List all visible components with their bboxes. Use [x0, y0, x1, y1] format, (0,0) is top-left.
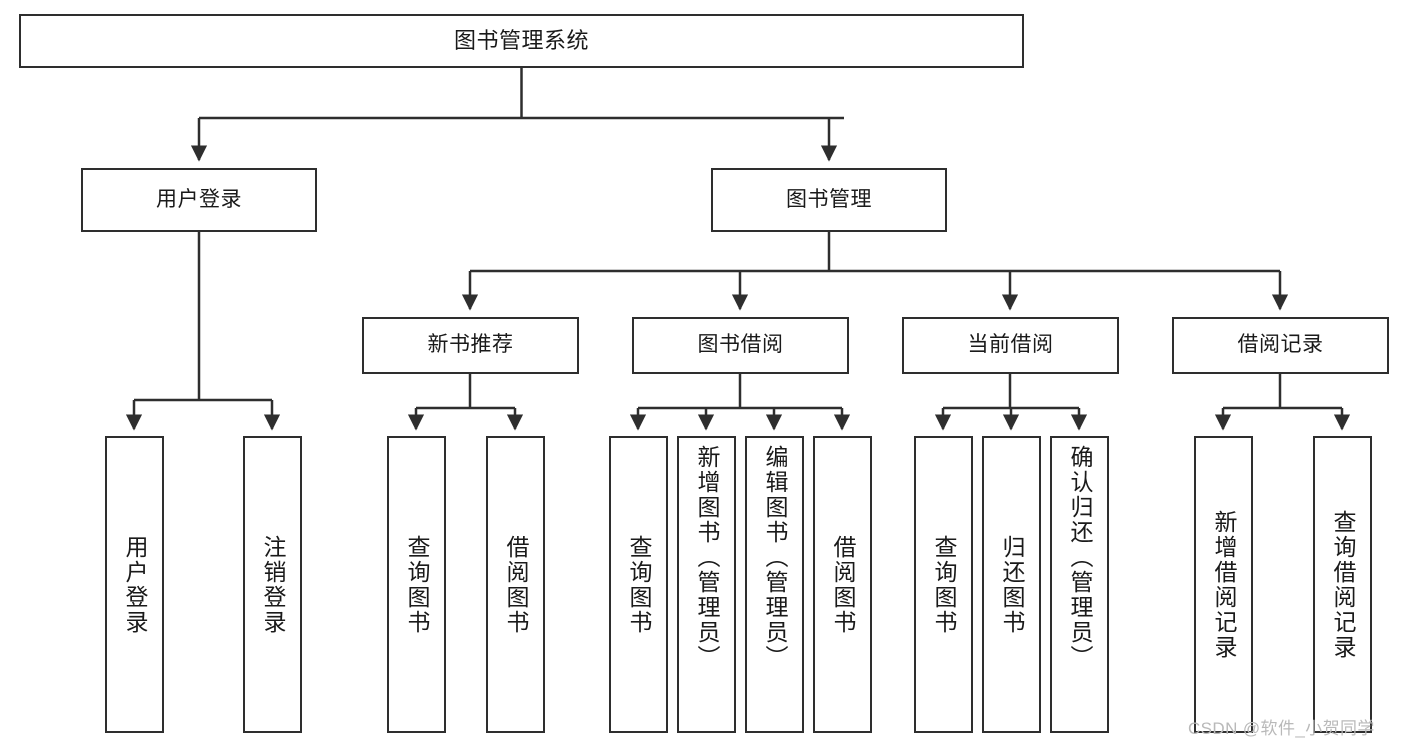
node-user-login-label: 用户登录 [156, 187, 242, 211]
node-leaf-query-book-borrow-label: 查询图书 [626, 534, 652, 635]
node-book-borrow-label: 图书借阅 [697, 333, 784, 357]
node-leaf-query-book-borrow[interactable]: 查询图书 [609, 436, 668, 733]
node-leaf-add-book-admin-label: 新增图书（管理员） [694, 445, 720, 670]
node-leaf-query-borrow-record[interactable]: 查询借阅记录 [1313, 436, 1372, 733]
node-leaf-return-book-label: 归还图书 [999, 534, 1025, 635]
node-leaf-return-book[interactable]: 归还图书 [982, 436, 1041, 733]
node-leaf-query-book-current[interactable]: 查询图书 [914, 436, 973, 733]
node-user-login[interactable]: 用户登录 [81, 168, 317, 232]
node-leaf-borrow-book-label: 借阅图书 [830, 534, 856, 635]
node-new-book-recommendation[interactable]: 新书推荐 [362, 317, 579, 374]
node-book-manage-label: 图书管理 [786, 187, 872, 211]
node-new-book-recommendation-label: 新书推荐 [427, 333, 514, 357]
node-leaf-borrow-book-rec[interactable]: 借阅图书 [486, 436, 545, 733]
node-borrow-record-label: 借阅记录 [1237, 333, 1324, 357]
node-leaf-edit-book-admin[interactable]: 编辑图书（管理员） [745, 436, 804, 733]
node-leaf-confirm-return-admin-label: 确认归还（管理员） [1067, 445, 1093, 670]
node-leaf-query-borrow-record-label: 查询借阅记录 [1330, 509, 1356, 660]
node-leaf-borrow-book[interactable]: 借阅图书 [813, 436, 872, 733]
node-leaf-user-login-label: 用户登录 [122, 534, 148, 635]
node-current-borrow-label: 当前借阅 [967, 333, 1054, 357]
node-current-borrow[interactable]: 当前借阅 [902, 317, 1119, 374]
node-leaf-edit-book-admin-label: 编辑图书（管理员） [762, 445, 788, 670]
node-leaf-add-borrow-record-label: 新增借阅记录 [1211, 509, 1237, 660]
node-leaf-user-logout-label: 注销登录 [260, 534, 286, 635]
node-leaf-query-book-rec[interactable]: 查询图书 [387, 436, 446, 733]
node-borrow-record[interactable]: 借阅记录 [1172, 317, 1389, 374]
node-leaf-query-book-rec-label: 查询图书 [404, 534, 430, 635]
node-leaf-user-login[interactable]: 用户登录 [105, 436, 164, 733]
node-leaf-add-borrow-record[interactable]: 新增借阅记录 [1194, 436, 1253, 733]
node-leaf-borrow-book-rec-label: 借阅图书 [503, 534, 529, 635]
node-root-system[interactable]: 图书管理系统 [19, 14, 1024, 68]
csdn-watermark: CSDN @软件_小贺同学 [1188, 719, 1375, 738]
node-leaf-user-logout[interactable]: 注销登录 [243, 436, 302, 733]
node-leaf-add-book-admin[interactable]: 新增图书（管理员） [677, 436, 736, 733]
node-book-borrow[interactable]: 图书借阅 [632, 317, 849, 374]
node-root-label: 图书管理系统 [453, 28, 589, 54]
node-leaf-query-book-current-label: 查询图书 [931, 534, 957, 635]
node-leaf-confirm-return-admin[interactable]: 确认归还（管理员） [1050, 436, 1109, 733]
node-book-manage[interactable]: 图书管理 [711, 168, 947, 232]
